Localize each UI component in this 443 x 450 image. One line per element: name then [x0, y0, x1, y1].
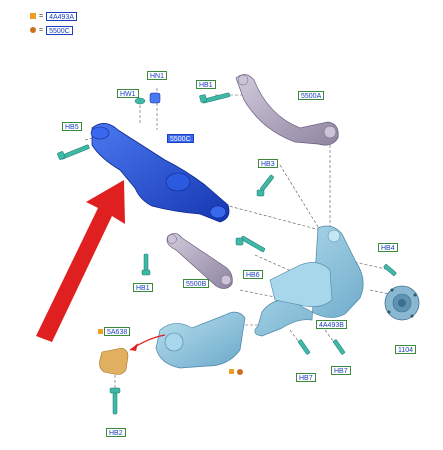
callout-hb1-mid: HB1 — [133, 283, 153, 292]
callout-hb2: HB2 — [106, 428, 126, 437]
callout-5500c: 5500C — [167, 134, 194, 143]
callout-5500b: 5500B — [183, 279, 210, 288]
callout-5a638: 5A638 — [104, 327, 131, 336]
callout-hn1: HN1 — [147, 71, 168, 80]
bolts — [57, 92, 397, 415]
bolt-hb7-a — [297, 339, 311, 355]
bolt-hb1-top — [199, 92, 231, 104]
marker-orange-square — [229, 369, 234, 374]
knuckle-4a493b — [254, 225, 364, 337]
hub-1104 — [384, 285, 420, 321]
marker-orange-square-2 — [98, 329, 103, 334]
bolt-hb4 — [383, 264, 397, 276]
legend-code: 5500C — [46, 25, 73, 35]
callout-1104: 1104 — [395, 345, 417, 354]
lateral-link-5500b — [166, 233, 233, 289]
bolt-hb1-mid — [141, 253, 151, 276]
legend-row-2: = 5500C — [30, 25, 73, 35]
big-red-arrow — [36, 180, 125, 342]
callout-hb4: HB4 — [378, 243, 398, 252]
legend-brown-dot-icon — [30, 27, 36, 33]
callout-hb6: HB6 — [243, 270, 263, 279]
marker-brown-dot — [237, 369, 243, 375]
legend-orange-square-icon — [30, 13, 36, 19]
small-red-arrow — [129, 334, 166, 351]
callout-4a493b: 4A493B — [316, 320, 347, 329]
legend-row-1: = 4A493A — [30, 11, 78, 21]
callout-5500a: 5500A — [298, 91, 325, 100]
lateral-link-5500a — [235, 74, 339, 146]
callout-hb3: HB3 — [258, 159, 278, 168]
callout-hb7-a: HB7 — [296, 373, 316, 382]
bracket-5a638 — [99, 347, 129, 375]
callout-hb5: HB5 — [62, 122, 82, 131]
bolt-hb7-b — [332, 339, 346, 355]
bolt-hb6 — [235, 235, 266, 253]
callout-hw1: HW1 — [117, 89, 139, 98]
upper-control-arm — [90, 123, 230, 223]
callout-hb1-top: HB1 — [196, 80, 216, 89]
legend-code: 4A493A — [46, 11, 78, 21]
bolt-hb3 — [256, 174, 274, 197]
lower-arm — [155, 311, 246, 369]
bolt-hb5 — [57, 144, 90, 160]
bushing-hn1 — [149, 92, 161, 104]
callout-hb7-b: HB7 — [331, 366, 351, 375]
bolt-hb2 — [109, 387, 121, 415]
washer-hw1 — [134, 97, 146, 105]
